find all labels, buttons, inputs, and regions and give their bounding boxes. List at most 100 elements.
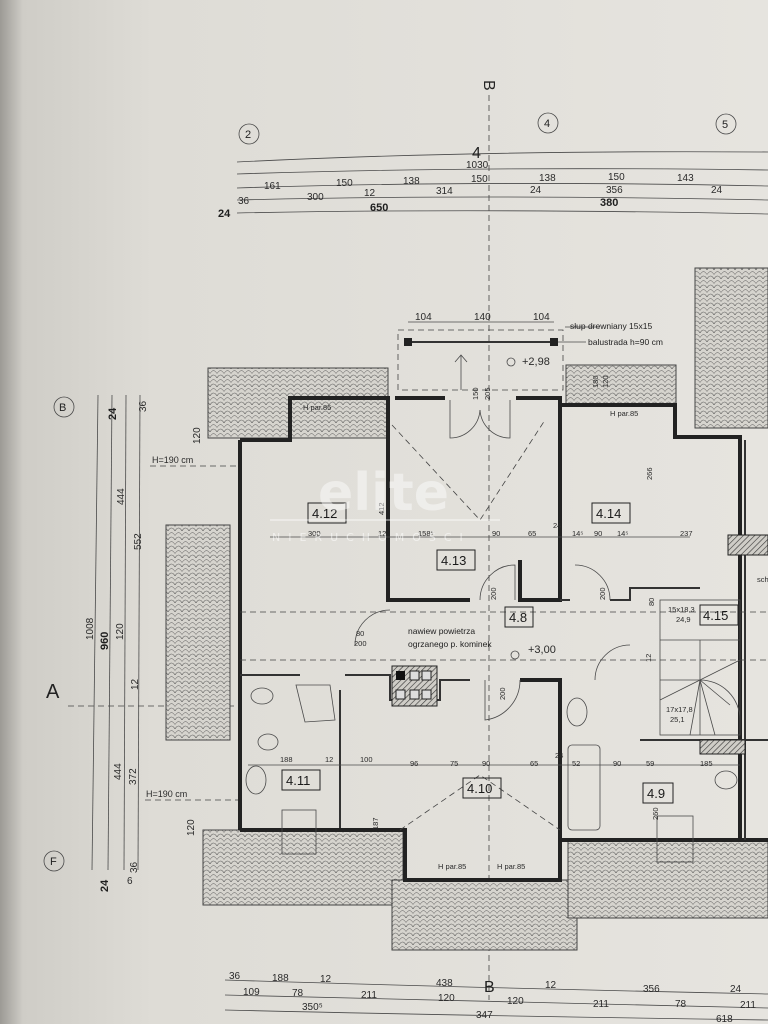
dim: 14⁵ xyxy=(617,529,628,538)
dim: 347 xyxy=(476,1010,493,1021)
dim: 412 xyxy=(377,502,386,515)
walls xyxy=(238,396,768,882)
sink-icon xyxy=(566,697,588,727)
interior-dimensions: H par.85 H par.85 H par.85 H par.85 300 … xyxy=(240,375,768,871)
dim: 618 xyxy=(716,1014,733,1024)
sill-height: H par.85 xyxy=(497,862,525,871)
dim: 12 xyxy=(320,974,332,985)
wooden-post xyxy=(404,338,412,346)
dim: 205 xyxy=(483,387,492,400)
dim: 59 xyxy=(646,759,654,768)
room-4-15: 4.15 xyxy=(703,608,728,623)
dim: 65 xyxy=(530,759,538,768)
dim: 24 xyxy=(107,407,119,420)
dim: 36 xyxy=(129,861,140,873)
shower-icon xyxy=(295,684,336,723)
note-vent-1: nawiew powietrza xyxy=(408,626,475,636)
dim: 24 xyxy=(218,208,231,220)
dim: 444 xyxy=(113,763,124,780)
dim: 552 xyxy=(133,533,144,550)
dim: 12 xyxy=(325,755,333,764)
level-hall: +3,00 xyxy=(528,644,556,656)
toilet-icon xyxy=(714,770,738,790)
dim: 120 xyxy=(438,993,455,1004)
dim: 380 xyxy=(600,197,618,209)
dim: 372 xyxy=(128,768,139,785)
room-4-8: 4.8 xyxy=(509,610,527,625)
dim: 90 xyxy=(613,759,621,768)
dim: 78 xyxy=(675,999,687,1010)
sill-height: H par.85 xyxy=(610,409,638,418)
dim: 24 xyxy=(730,984,742,995)
doors xyxy=(354,400,631,831)
dim: 12 xyxy=(644,654,653,662)
dim: 75 xyxy=(450,759,458,768)
dim: 143 xyxy=(677,173,694,184)
dim: 260 xyxy=(651,807,660,820)
roof-window xyxy=(656,815,694,863)
dim: 6 xyxy=(127,876,133,887)
dim-total: 1030 xyxy=(466,160,489,171)
level-balcony: +2,98 xyxy=(522,356,550,368)
dim: 104 xyxy=(415,312,432,323)
dim: 185 xyxy=(700,759,713,768)
height-mark: H=190 cm xyxy=(146,789,187,799)
toilet-icon xyxy=(250,687,274,705)
note-wooden-post: słup drewniany 15x15 xyxy=(570,321,652,331)
staircase: 15x18,3 24,9 17x17,8 25,1 sch xyxy=(659,575,768,736)
watermark-subtitle: NIERUCHOMOŚCI xyxy=(272,531,471,544)
dim: 36 xyxy=(229,971,241,982)
note-railing: balustrada h=90 cm xyxy=(588,337,663,347)
dim: 100 xyxy=(360,755,373,764)
dim: 187 xyxy=(371,817,380,830)
watermark: elite NIERUCHOMOŚCI xyxy=(270,463,500,544)
section-marker-top: B xyxy=(480,80,497,91)
dim: 12 xyxy=(364,188,376,199)
top-axis-markers: 2 4 5 B xyxy=(238,80,737,1000)
bathtub-icon xyxy=(567,744,601,831)
room-4-9: 4.9 xyxy=(647,786,665,801)
dim: 438 xyxy=(436,978,453,989)
stair-spec: 17x17,8 xyxy=(666,705,693,714)
dim: 188 xyxy=(272,973,289,984)
dim: 150 xyxy=(471,387,480,400)
dim: 90 xyxy=(482,759,490,768)
dim: 120 xyxy=(115,623,126,640)
bathroom-fixtures xyxy=(245,684,738,863)
room-4-11: 4.11 xyxy=(286,773,310,788)
dim: 211 xyxy=(361,990,377,1001)
dim: 356 xyxy=(643,984,660,995)
door-size: 200 xyxy=(489,587,498,600)
dim: 237 xyxy=(680,529,693,538)
dim: 300 xyxy=(308,529,321,538)
toilet-icon xyxy=(257,733,279,751)
dim: 211 xyxy=(740,1000,756,1011)
dim: 188 xyxy=(280,755,293,764)
dim: 120 xyxy=(192,427,203,444)
room-4-10: 4.10 xyxy=(467,781,492,796)
door-size: 80 xyxy=(356,629,364,638)
dim: 36 xyxy=(238,196,250,207)
dim: 90 xyxy=(492,529,500,538)
dim: 24 xyxy=(555,751,563,760)
axis-label-5: 5 xyxy=(722,119,728,131)
dim: 96 xyxy=(410,759,418,768)
dim: 24 xyxy=(553,521,561,530)
sink-icon xyxy=(245,765,267,795)
room-4-12: 4.12 xyxy=(312,506,337,521)
height-mark: H=190 cm xyxy=(152,455,193,465)
wooden-post xyxy=(550,338,558,346)
dim: 12 xyxy=(130,678,141,690)
dim: 120 xyxy=(601,375,610,388)
dim: 158⁵ xyxy=(418,529,434,538)
dim: 120 xyxy=(507,996,524,1007)
dim: 90 xyxy=(594,529,602,538)
dim: 356 xyxy=(606,185,623,196)
stair-spec: 24,9 xyxy=(676,615,691,624)
dim: 65 xyxy=(528,529,536,538)
sill-height: H par.85 xyxy=(438,862,466,871)
dim: 78 xyxy=(292,988,304,999)
dim-module: 4 xyxy=(472,145,481,162)
top-dimension-chains: 4 1030 161 150 138 150 138 150 143 300 1… xyxy=(218,145,768,220)
dim: 36 xyxy=(138,400,149,412)
